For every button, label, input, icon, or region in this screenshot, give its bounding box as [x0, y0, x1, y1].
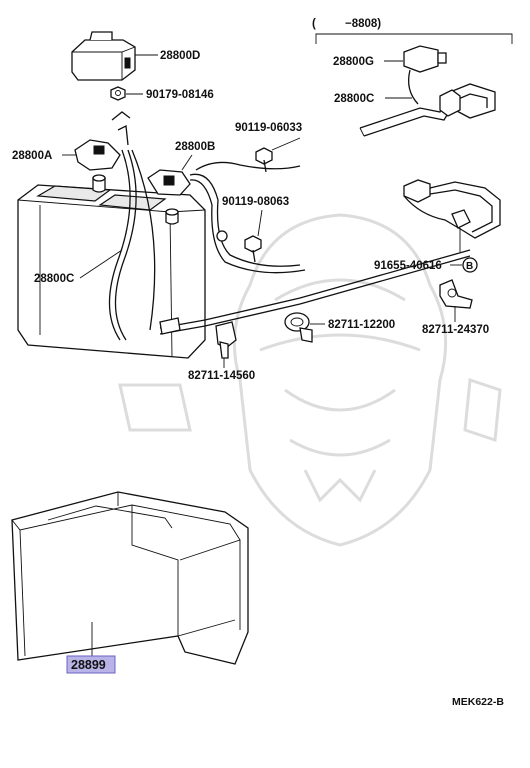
battery — [17, 174, 206, 359]
year-range-bracket: ( −8808) — [312, 18, 513, 44]
watermark-emblem — [118, 213, 502, 547]
harness-28800C-top — [359, 83, 496, 137]
part-clamp-82711-24370 — [439, 279, 473, 322]
cable-28800B — [147, 154, 306, 274]
part-nut-90179-08146 — [110, 86, 143, 101]
range-code-label: −8808) — [345, 18, 381, 30]
part-bolt-90119-06033 — [255, 137, 301, 173]
label-28800C-top: 28800C — [334, 93, 374, 105]
label-28800C-battery: 28800C — [34, 273, 74, 285]
part-clamp-82711-14560 — [215, 321, 237, 368]
label-82711-24370: 82711-24370 — [422, 324, 489, 336]
harness-right-connector — [403, 179, 501, 252]
label-28800D: 28800D — [160, 50, 200, 62]
highlight-28899: 28899 — [66, 655, 116, 674]
cable-28800A — [62, 111, 156, 341]
harness-rod — [159, 249, 471, 335]
label-28800G: 28800G — [333, 56, 374, 68]
label-90179-08146: 90179-08146 — [146, 89, 214, 101]
label-82711-12200: 82711-12200 — [328, 319, 395, 331]
label-91655-40616: 91655-40616 — [374, 260, 442, 272]
reference-marker-B: B — [462, 257, 478, 273]
marker-B-text: B — [466, 261, 473, 272]
part-28800G-connector — [384, 45, 447, 105]
part-clamp-82711-12200 — [284, 312, 325, 343]
label-28899: 28899 — [71, 658, 106, 672]
label-28800A: 28800A — [12, 150, 52, 162]
part-28899-battery-tray — [11, 491, 249, 665]
label-90119-06033: 90119-06033 — [235, 122, 302, 134]
range-open-paren: ( — [312, 18, 316, 30]
label-90119-08063: 90119-08063 — [222, 196, 289, 208]
label-28800B: 28800B — [175, 141, 215, 153]
leader-28800C-battery — [79, 249, 123, 279]
figure-code: MEK622-B — [452, 696, 504, 708]
label-82711-14560: 82711-14560 — [188, 370, 255, 382]
part-bolt-90119-08063 — [216, 209, 263, 263]
part-28800D-relay — [71, 31, 158, 81]
